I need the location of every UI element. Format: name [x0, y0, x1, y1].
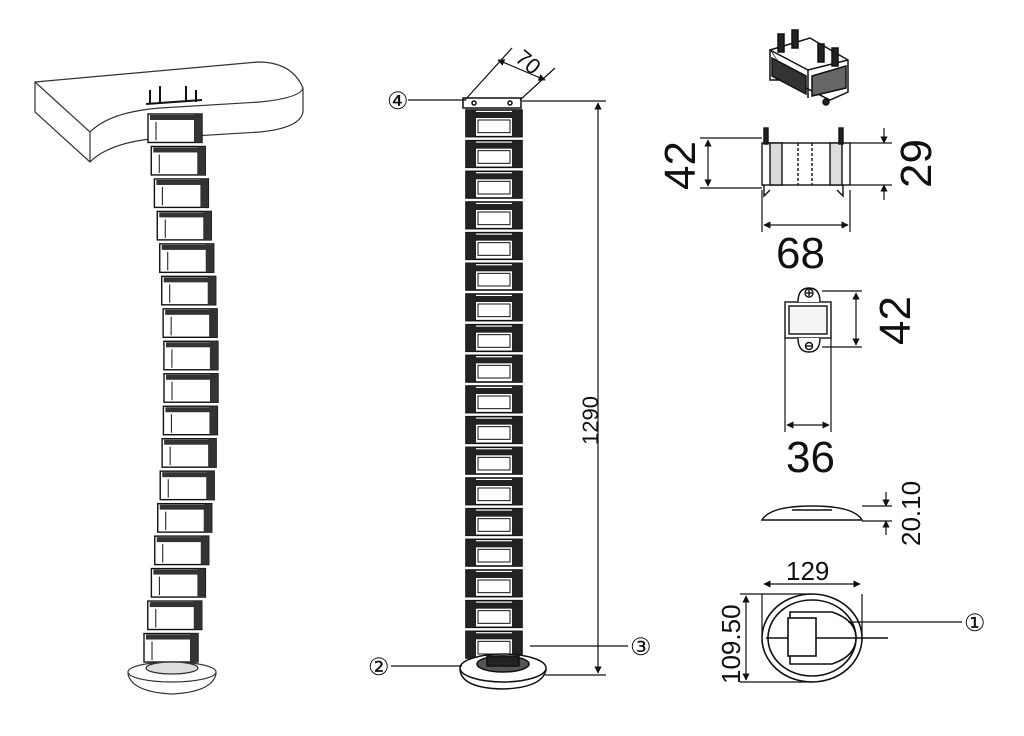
clip-side-view: 42 36: [784, 287, 920, 482]
front-spine-segment: [465, 170, 523, 199]
perspective-spine-segment: [150, 567, 207, 598]
front-spine-segment: [465, 415, 523, 445]
perspective-spine-segment: [162, 405, 219, 436]
base-top-depth-label: 109.50: [716, 604, 746, 684]
clip-perspective: [768, 29, 849, 106]
front-view: 70 1290 ④ ② ③: [368, 45, 652, 690]
dim-height: [522, 100, 606, 676]
callout-base-top: ①: [964, 609, 986, 637]
base-thickness-label: 20.10: [896, 481, 926, 546]
perspective-spine-segment: [163, 373, 219, 403]
desk-mount: [145, 86, 203, 105]
perspective-spine-segment: [163, 340, 219, 371]
perspective-spine-segment: [147, 113, 203, 144]
base-top-width-label: 129: [786, 556, 829, 586]
perspective-spine-segment: [161, 438, 217, 468]
perspective-view: [34, 61, 304, 695]
front-spine-segment: [465, 109, 523, 138]
front-spine-segment: [465, 385, 523, 414]
perspective-spine-segment: [156, 210, 212, 241]
front-spine-segment: [465, 354, 523, 383]
front-spine: [465, 109, 523, 659]
clip-front-width-label: 68: [776, 229, 825, 278]
clip-front-height-right-label: 29: [892, 139, 941, 188]
perspective-spine-segment: [159, 243, 215, 274]
perspective-spine-segment: [154, 535, 210, 566]
front-spine-segment: [465, 538, 523, 567]
clip-front-view: 42 29 68: [656, 127, 941, 278]
front-spine-segment: [465, 446, 523, 475]
front-spine-segment: [465, 599, 523, 629]
callout-base-left: ②: [368, 653, 390, 681]
base-side-view: 20.10: [760, 481, 926, 546]
dim-top-width: [464, 47, 556, 101]
front-spine-segment: [465, 201, 523, 230]
perspective-spine-segment: [153, 178, 210, 209]
callout-top: ④: [387, 87, 409, 115]
top-plate: [462, 97, 522, 109]
clip-side-width-label: 36: [786, 433, 835, 482]
front-base: [459, 653, 547, 690]
front-spine-segment: [465, 139, 523, 169]
perspective-spine-segment: [161, 275, 217, 306]
perspective-spine: [143, 113, 219, 663]
front-spine-segment: [465, 569, 523, 598]
perspective-spine-segment: [143, 632, 199, 663]
front-spine-segment: [465, 231, 523, 261]
front-spine-segment: [465, 507, 523, 537]
perspective-spine-segment: [150, 145, 206, 176]
perspective-spine-segment: [147, 600, 203, 631]
callout-base-right: ③: [630, 633, 652, 661]
front-spine-segment: [465, 477, 523, 506]
dim-top-width-label: 70: [511, 45, 546, 80]
callout-lines: [391, 99, 628, 667]
front-spine-segment: [465, 262, 523, 291]
perspective-spine-segment: [159, 470, 215, 501]
clip-side-height-label: 42: [871, 296, 920, 345]
base-top-view: 129 109.50 ①: [716, 556, 986, 684]
perspective-base: [127, 661, 217, 695]
dim-height-label: 1290: [578, 396, 603, 445]
front-spine-segment: [465, 323, 523, 353]
front-spine-segment: [465, 293, 523, 322]
perspective-spine-segment: [157, 502, 213, 533]
perspective-spine-segment: [162, 308, 218, 338]
desk-top: [34, 61, 304, 163]
clip-front-height-left-label: 42: [656, 141, 705, 190]
